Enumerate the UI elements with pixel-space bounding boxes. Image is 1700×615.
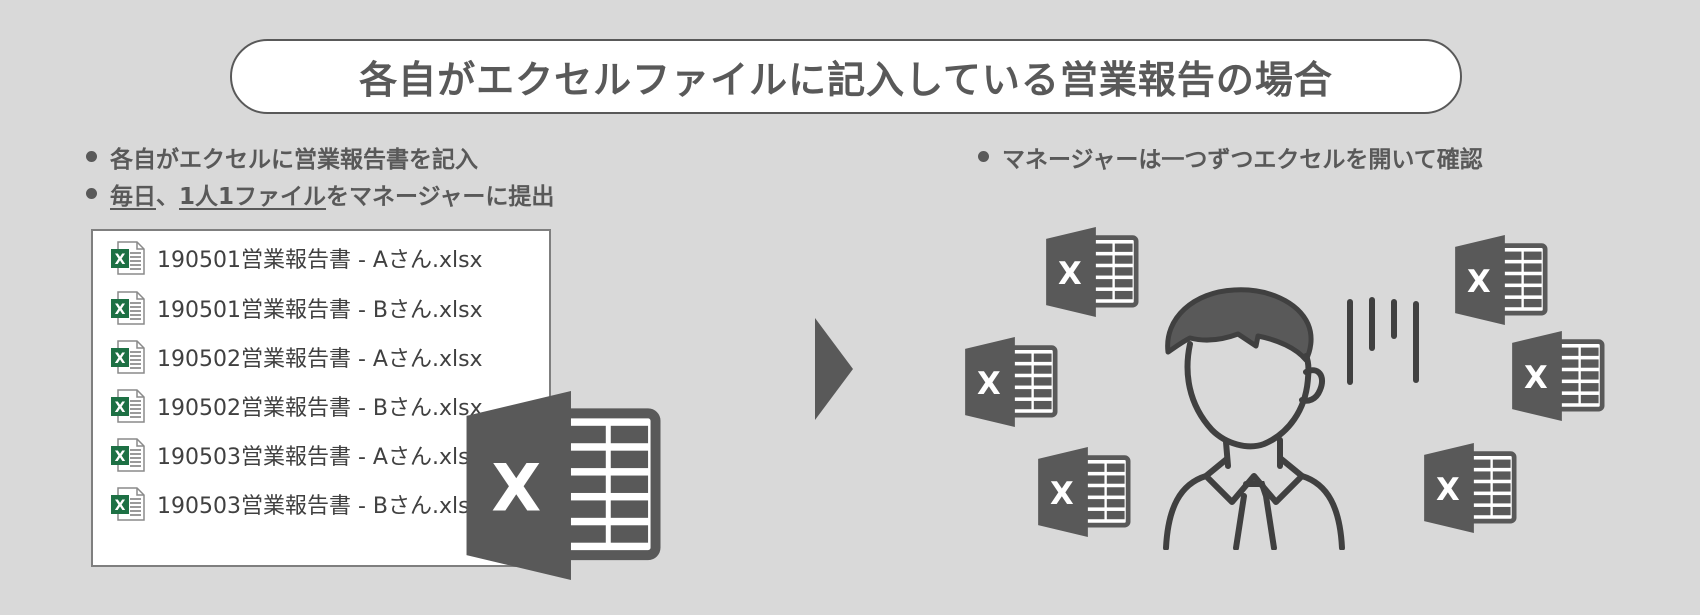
file-name: 190501営業報告書 - Aさん.xlsx	[157, 248, 483, 273]
svg-text:X: X	[1436, 472, 1460, 508]
file-item[interactable]: X 190502営業報告書 - Aさん.xlsx	[109, 337, 483, 377]
bullet-dot	[978, 151, 989, 162]
excel-logo-icon: X	[1455, 235, 1548, 325]
bullet-dot	[86, 151, 97, 162]
file-list: X 190501営業報告書 - Aさん.xlsx X 190501営業報告書 -…	[91, 229, 551, 567]
bullet-item: マネージャーは一つずつエクセルを開いて確認	[978, 138, 1483, 175]
excel-file-icon: X	[111, 241, 145, 275]
svg-text:X: X	[115, 400, 126, 416]
file-name: 190501営業報告書 - Bさん.xlsx	[157, 298, 483, 323]
excel-logo-icon: X	[466, 391, 661, 580]
excel-logo-icon: X	[1512, 331, 1605, 421]
svg-text:X: X	[1058, 256, 1082, 292]
excel-logo-icon: X	[1038, 447, 1131, 537]
file-name: 190502営業報告書 - Aさん.xlsx	[157, 347, 483, 372]
bullet-text: 各自がエクセルに営業報告書を記入	[110, 146, 478, 173]
bullet-text: マネージャーは一つずつエクセルを開いて確認	[1002, 146, 1483, 173]
bullet-item: 毎日 、 1人1ファイル をマネージャーに提出	[86, 175, 554, 212]
svg-text:X: X	[1524, 360, 1548, 396]
excel-logo-icon: X	[1046, 227, 1139, 317]
excel-file-icon: X	[111, 487, 145, 521]
svg-text:X: X	[1467, 264, 1491, 300]
excel-file-icon: X	[111, 291, 145, 325]
excel-file-icon: X	[111, 340, 145, 374]
svg-text:X: X	[115, 449, 126, 465]
excel-file-icon: X	[111, 438, 145, 472]
left-bullets: 各自がエクセルに営業報告書を記入 毎日 、 1人1ファイル をマネージャーに提出	[86, 138, 554, 212]
svg-text:X: X	[115, 252, 126, 268]
bullet-text-submit: をマネージャーに提出	[326, 183, 555, 210]
file-name: 190502営業報告書 - Bさん.xlsx	[157, 396, 483, 421]
bullet-text-daily: 毎日	[110, 183, 156, 210]
file-item[interactable]: X 190501営業報告書 - Aさん.xlsx	[109, 238, 483, 278]
file-item[interactable]: X 190503営業報告書 - Bさん.xlsx	[109, 484, 483, 524]
file-name: 190503営業報告書 - Aさん.xlsx	[157, 445, 483, 470]
bullet-text-sep: 、	[156, 183, 179, 210]
excel-logo-icon: X	[1424, 443, 1517, 533]
file-item[interactable]: X 190503営業報告書 - Aさん.xlsx	[109, 435, 483, 475]
bullet-text-one-file: 1人1ファイル	[179, 183, 327, 210]
title-banner: 各自がエクセルファイルに記入している営業報告の場合	[230, 39, 1462, 114]
svg-text:X: X	[115, 351, 126, 367]
svg-text:X: X	[115, 498, 126, 514]
excel-file-icon: X	[111, 389, 145, 423]
file-name: 190503営業報告書 - Bさん.xlsx	[157, 494, 483, 519]
page-title: 各自がエクセルファイルに記入している営業報告の場合	[359, 58, 1333, 102]
svg-text:X: X	[115, 302, 126, 318]
svg-text:X: X	[977, 366, 1001, 402]
excel-logo-icon: X	[965, 337, 1058, 427]
triangle-arrow-icon	[815, 318, 853, 420]
bullet-dot	[86, 188, 97, 199]
file-item[interactable]: X 190502営業報告書 - Bさん.xlsx	[109, 386, 483, 426]
right-bullets: マネージャーは一つずつエクセルを開いて確認	[978, 138, 1483, 175]
manager-person-icon	[1163, 287, 1419, 550]
svg-text:X: X	[1050, 476, 1074, 512]
bullet-item: 各自がエクセルに営業報告書を記入	[86, 138, 554, 175]
excel-logo-letter: X	[491, 451, 541, 526]
file-item[interactable]: X 190501営業報告書 - Bさん.xlsx	[109, 288, 483, 328]
